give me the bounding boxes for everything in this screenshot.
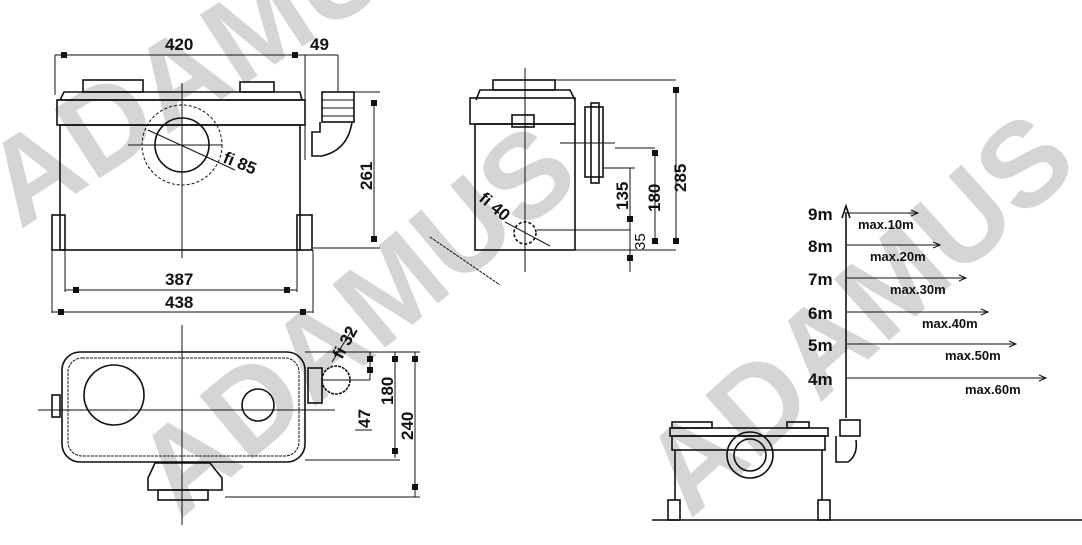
max-distance-label: max.60m (965, 382, 1021, 397)
dim-49: 49 (310, 35, 329, 54)
watermark-text-3: ADAMUS (618, 87, 1082, 539)
arrowhead-icon (1038, 374, 1048, 382)
dim-35: 35 (632, 233, 649, 250)
top-view: fi 32 47 180 240 (38, 323, 420, 525)
height-label: 7m (808, 270, 833, 289)
dim-438: 438 (165, 293, 193, 312)
dim-387: 387 (165, 270, 193, 289)
max-distance-label: max.40m (922, 316, 978, 331)
dim-240: 240 (398, 412, 417, 440)
dim-180-top: 180 (378, 377, 397, 405)
pumping-head-diagram: 9m max.10m 8m max.20m 7m max.30m 6m max.40m 5m ma… (652, 203, 1082, 521)
height-label: 6m (808, 304, 833, 323)
side-view: fi 40 285 180 135 35 (429, 68, 690, 286)
dim-420: 420 (165, 35, 193, 54)
height-label: 4m (808, 370, 833, 389)
dim-47: 47 (355, 409, 374, 428)
dim-285: 285 (671, 164, 690, 192)
watermark-text-2: ADAMUS (111, 99, 601, 540)
height-label: 9m (808, 205, 833, 224)
dim-135: 135 (613, 182, 632, 210)
max-distance-label: max.50m (945, 348, 1001, 363)
arrowhead-icon (958, 274, 968, 282)
dim-180-side: 180 (645, 184, 664, 212)
max-distance-label: max.30m (890, 282, 946, 297)
dim-fi85: fi 85 (221, 148, 260, 178)
max-distance-label: max.20m (870, 249, 926, 264)
arrowhead-icon (980, 308, 990, 316)
arrowhead-icon (910, 209, 920, 217)
arrowhead-icon (932, 241, 942, 249)
height-label: 5m (808, 336, 833, 355)
height-label: 8m (808, 237, 833, 256)
max-distance-label: max.10m (858, 217, 914, 232)
arrowhead-icon (1008, 340, 1018, 348)
dim-261: 261 (357, 162, 376, 190)
